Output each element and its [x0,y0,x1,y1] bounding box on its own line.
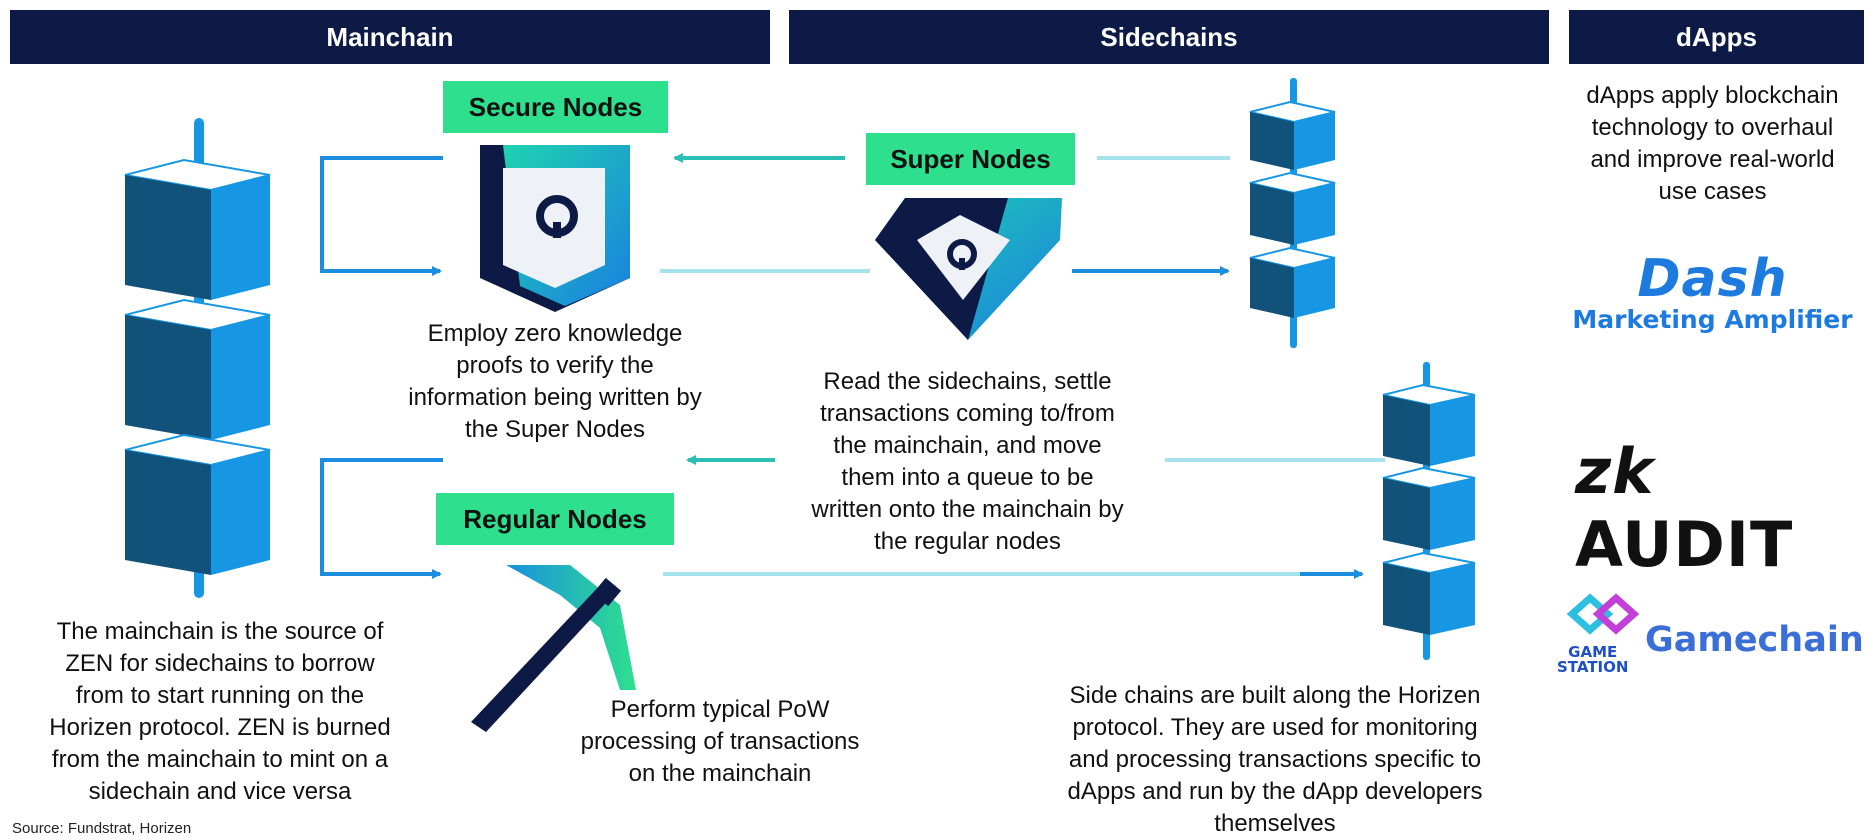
text-line: the Super Nodes [464,416,646,443]
mainchain-blockchain-icon [124,118,271,598]
text-line: the mainchain, and move [833,432,1102,459]
text-line: Horizen protocol. ZEN is burned [49,714,391,741]
text-line: transactions coming to/from [820,400,1115,427]
super-nodes-label: Super Nodes [866,133,1075,185]
text-line: processing of transactions [580,728,860,755]
text-line: technology to overhaul [1591,114,1834,141]
text-line: from the mainchain to mint on a [51,746,389,773]
text-line: proofs to verify the [456,352,654,379]
text-line: on the mainchain [628,760,812,787]
text-line: Employ zero knowledge [427,320,683,347]
text-line: and improve real-world [1590,146,1835,173]
text-line: themselves [1214,810,1336,837]
text-line: protocol. They are used for monitoring [1072,714,1478,741]
gamestation-logo-icon [1566,593,1640,635]
zkaudit-logo-text: AUDIT [1575,508,1794,581]
header-sidechains: Sidechains [789,10,1549,64]
source-note: Source: Fundstrat, Horizen [12,820,192,837]
text-line: them into a queue to be [841,464,1094,491]
dash-logo-word: Dash [1637,249,1788,309]
sidechain-1-blockchain-icon [1249,78,1336,348]
gamestation-logo-text: GAME STATION [1557,645,1628,675]
text-line: dApps apply blockchain [1586,82,1839,109]
diamond-icon [875,198,1062,340]
text-line: from to start running on the [75,682,365,709]
mainchain-description: The mainchain is the source of ZEN for s… [20,616,420,808]
text-line: ZEN for sidechains to borrow [65,650,375,677]
secure-nodes-label: Secure Nodes [443,81,668,133]
header-mainchain: Mainchain [10,10,770,64]
text-line: use cases [1658,178,1767,205]
super-nodes-description: Read the sidechains, settle transactions… [790,366,1145,558]
text-line: the regular nodes [874,528,1061,555]
text-line: sidechain and vice versa [88,778,352,805]
text-line: information being written by [408,384,702,411]
dash-logo: Dash Marketing Amplifier [1560,252,1865,334]
mainchain-to-regular-arrow [320,458,443,579]
regular-nodes-label: Regular Nodes [436,493,674,545]
text-line: The mainchain is the source of [56,618,384,645]
sidechain-2-blockchain-icon [1382,362,1476,660]
gamestation-line2: STATION [1557,658,1629,676]
regular-nodes-description: Perform typical PoW processing of transa… [565,694,875,790]
text-line: and processing transactions specific to [1068,746,1482,773]
sidechain-description: Side chains are built along the Horizen … [1040,680,1510,840]
gamechain-logo: Gamechain GAME STATION [1555,590,1865,680]
mainchain-to-secure-arrow [320,156,443,276]
text-line: Read the sidechains, settle [823,368,1112,395]
text-line: written onto the mainchain by [811,496,1124,523]
dash-logo-subtitle: Marketing Amplifier [1572,305,1853,334]
zkaudit-logo: zk AUDIT [1575,435,1855,581]
gamechain-logo-text: Gamechain [1645,620,1864,660]
text-line: dApps and run by the dApp developers [1067,778,1483,805]
zkaudit-logo-mark: zk [1575,435,1655,508]
text-line: Perform typical PoW [610,696,830,723]
shield-icon [480,145,630,312]
secure-nodes-description: Employ zero knowledge proofs to verify t… [385,318,725,446]
dapps-description: dApps apply blockchain technology to ove… [1560,80,1865,208]
pickaxe-icon [471,565,636,732]
text-line: Side chains are built along the Horizen [1069,682,1481,709]
gamestation-line1: GAME [1568,643,1618,661]
header-dapps: dApps [1569,10,1864,64]
